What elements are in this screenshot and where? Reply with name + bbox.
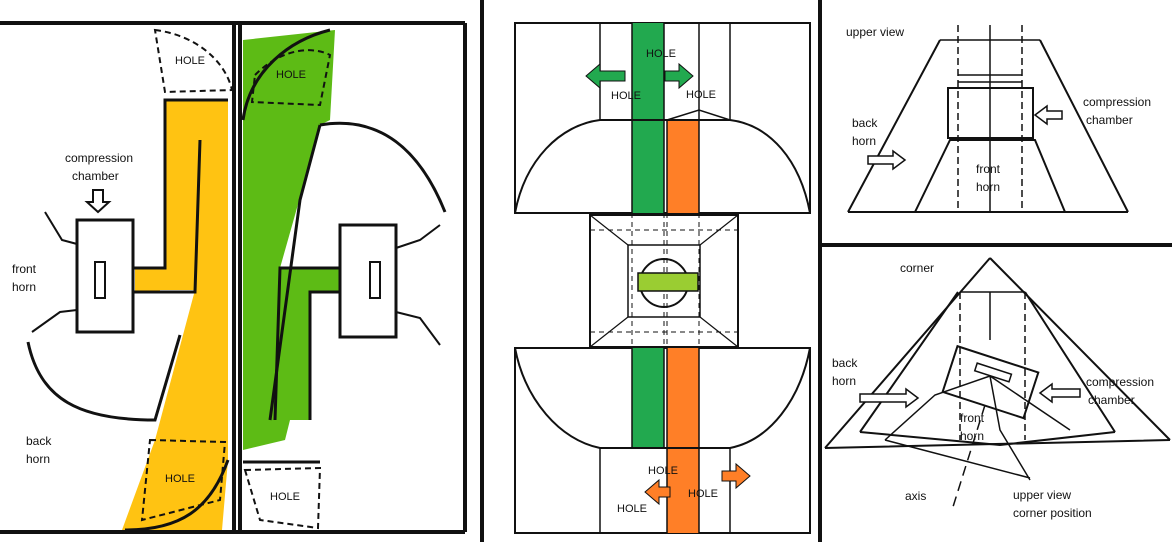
hole-label: HOLE	[270, 491, 300, 503]
upper-view-title: upper view	[846, 25, 904, 39]
front-horn-label: front	[976, 162, 1001, 176]
green-horn-channel	[243, 30, 340, 450]
front-horn-label: front	[960, 411, 985, 425]
front-horn-label: horn	[12, 280, 36, 294]
arrow-right-icon	[859, 387, 920, 409]
compression-chamber-box-upper	[947, 87, 1034, 139]
arrow-left-icon	[1038, 382, 1081, 404]
arrow-down-icon	[84, 189, 112, 214]
front-view-panel: HOLE HOLE HOLE HOLE HOLE HOLE	[514, 22, 811, 534]
upper-view-panel: upper view compression chamber back horn…	[846, 25, 1151, 213]
compression-chamber-box-left	[75, 218, 135, 334]
hole-label: HOLE	[688, 488, 718, 500]
back-horn-label: horn	[26, 452, 50, 466]
hole-label: HOLE	[611, 90, 641, 102]
driver-left	[94, 261, 106, 299]
compression-chamber-label: compression	[1086, 375, 1154, 389]
hole-label: HOLE	[648, 465, 678, 477]
back-horn-label: back	[832, 356, 858, 370]
upper-view-corner-label: upper view	[1013, 488, 1071, 502]
hole-label: HOLE	[617, 503, 647, 515]
axis-label: axis	[905, 489, 926, 503]
arrow-left-icon	[644, 478, 671, 506]
compression-chamber-label: chamber	[72, 169, 119, 183]
arrow-left-icon	[585, 62, 626, 90]
compression-chamber-label: compression	[1083, 95, 1151, 109]
corner-view-panel: corner back horn compression chamber fro…	[824, 257, 1171, 520]
compression-chamber-box-corner	[941, 344, 1040, 420]
corner-title: corner	[900, 261, 934, 275]
hole-label: HOLE	[276, 69, 306, 81]
hole-label: HOLE	[686, 89, 716, 101]
back-horn-label: horn	[832, 374, 856, 388]
front-horn-label: horn	[960, 429, 984, 443]
back-horn-label: back	[26, 434, 52, 448]
arrow-left-icon	[1033, 104, 1063, 126]
yellow-horn-channel	[122, 100, 228, 530]
hole-label: HOLE	[165, 473, 195, 485]
back-horn-label: back	[852, 116, 878, 130]
arrow-right-icon	[867, 149, 907, 171]
arrow-right-icon	[721, 462, 751, 490]
hole-outline	[153, 28, 234, 94]
front-horn-label: front	[12, 262, 37, 276]
side-section-panel: HOLE HOLE HOLE HOLE compression chamber …	[0, 21, 467, 534]
upper-view-corner-label: corner position	[1013, 506, 1092, 520]
green-channel	[632, 23, 664, 213]
arrow-right-icon	[664, 62, 694, 90]
front-horn-label: horn	[976, 180, 1000, 194]
compression-chamber-label: compression	[65, 151, 133, 165]
orange-channel	[667, 120, 699, 213]
compression-chamber-label: chamber	[1086, 113, 1133, 127]
hole-label: HOLE	[175, 55, 205, 67]
driver-right	[369, 261, 381, 299]
compression-chamber-box-right	[338, 223, 398, 339]
hole-label: HOLE	[646, 48, 676, 60]
compression-chamber-label: chamber	[1088, 393, 1135, 407]
back-horn-label: horn	[852, 134, 876, 148]
